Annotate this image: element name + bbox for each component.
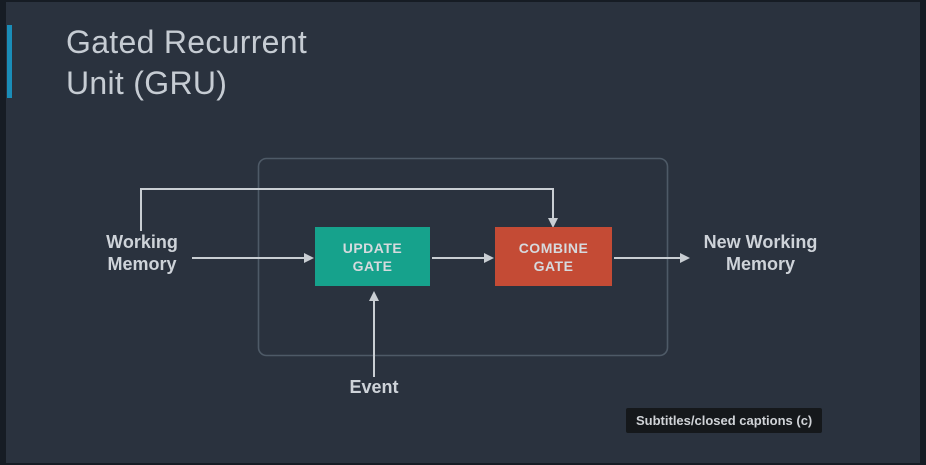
subtitles-tooltip-text: Subtitles/closed captions (c) <box>636 413 813 428</box>
new-working-memory-line2: Memory <box>725 253 796 274</box>
subtitles-tooltip: Subtitles/closed captions (c) <box>626 408 823 433</box>
combine-gate-line2: GATE <box>533 257 574 274</box>
title-accent-bar <box>7 25 12 98</box>
new-working-memory-line1: New Working <box>703 232 818 252</box>
combine-gate-line1: COMBINE <box>518 239 589 256</box>
right-edge-strip <box>920 0 926 465</box>
top-edge-strip <box>0 0 926 2</box>
left-edge-strip <box>0 0 6 465</box>
update-gate-line1: UPDATE <box>342 239 403 256</box>
slide-title-line1: Gated Recurrent <box>66 24 308 60</box>
event-label: Event <box>349 377 399 397</box>
combine-gate-box: COMBINE GATE <box>495 227 612 286</box>
update-gate-box: UPDATE GATE <box>315 227 430 286</box>
recurrent-loop-arrow <box>140 188 558 231</box>
slide-title: Gated Recurrent Unit (GRU) <box>66 22 307 104</box>
working-memory-label: Working Memory <box>82 232 202 275</box>
working-memory-line1: Working <box>106 232 178 252</box>
new-working-memory-label: New Working Memory <box>688 232 833 275</box>
working-memory-line2: Memory <box>107 253 177 274</box>
slide-title-line2: Unit (GRU) <box>66 65 228 101</box>
bottom-edge-strip <box>0 463 926 465</box>
update-gate-line2: GATE <box>352 257 393 274</box>
